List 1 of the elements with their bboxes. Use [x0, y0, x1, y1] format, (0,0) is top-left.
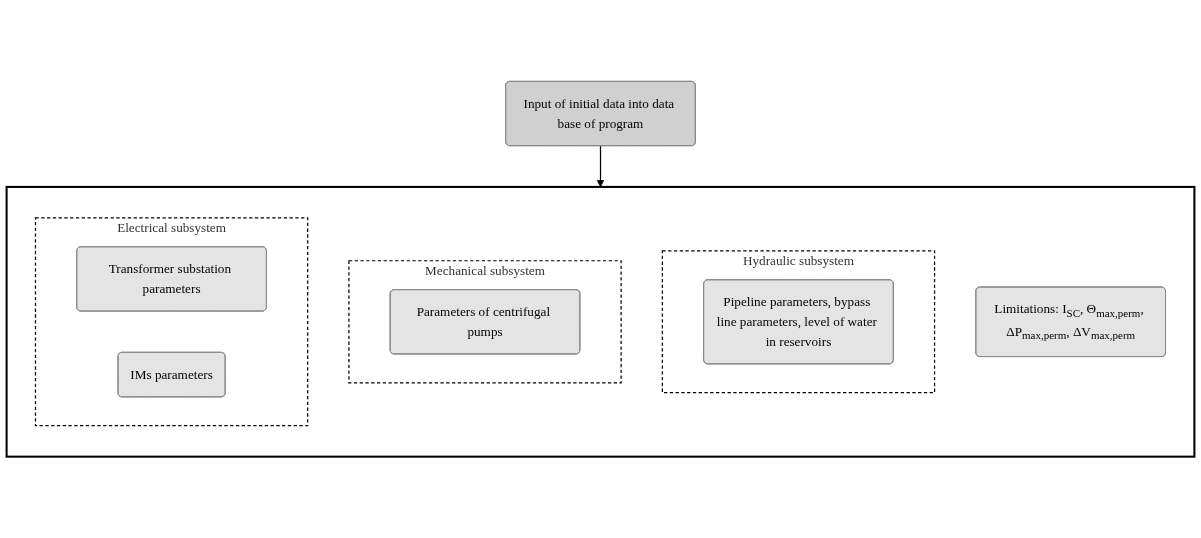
cluster — [5, 185, 1196, 458]
